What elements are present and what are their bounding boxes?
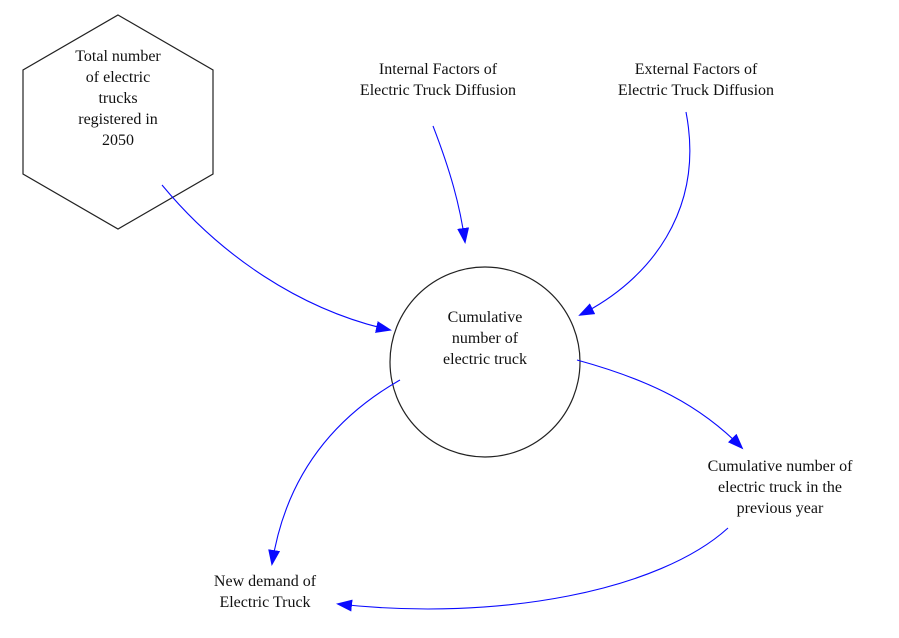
node-total-electric-trucks-2050[interactable]: Total number of electric trucks register… [38,46,198,151]
node-new-demand[interactable]: New demand of Electric Truck [180,571,350,613]
node-cumulative-number[interactable]: Cumulative number of electric truck [405,307,565,370]
node-label-line: Cumulative number of [707,458,853,475]
circle-node-shape[interactable] [389,266,581,458]
node-label-line: 2050 [102,132,134,149]
hexagon-node-shape[interactable] [22,14,214,230]
arrow-previous-year-to-new-demand [336,527,729,612]
node-label-line: External Factors of [634,61,758,78]
node-label-line: Cumulative [447,309,523,326]
arrow-external-to-cumulative [578,111,691,316]
arrow-cumulative-to-previous-year [576,359,744,450]
node-label-line: Electric Truck Diffusion [617,82,775,99]
arrow-total-to-cumulative [161,184,392,333]
node-cumulative-previous-year[interactable]: Cumulative number of electric truck in t… [675,456,885,519]
node-label-line: Internal Factors of [378,61,498,78]
node-label-line: trucks [98,90,138,107]
node-label-line: number of [451,330,519,347]
node-label-line: Total number [75,48,161,65]
node-external-factors[interactable]: External Factors of Electric Truck Diffu… [576,59,816,101]
node-label-line: Electric Truck [219,594,311,611]
node-label-line: electric truck in the [718,479,842,496]
node-label-line: New demand of [213,573,317,590]
arrow-cumulative-to-new-demand [268,379,401,566]
node-internal-factors[interactable]: Internal Factors of Electric Truck Diffu… [318,59,558,101]
node-label-line: registered in [78,111,158,128]
node-label-line: electric truck [443,351,527,368]
node-label-line: of electric [85,69,151,86]
arrow-internal-to-cumulative [432,125,470,244]
node-label-line: previous year [736,500,824,517]
node-label-line: Electric Truck Diffusion [359,82,517,99]
